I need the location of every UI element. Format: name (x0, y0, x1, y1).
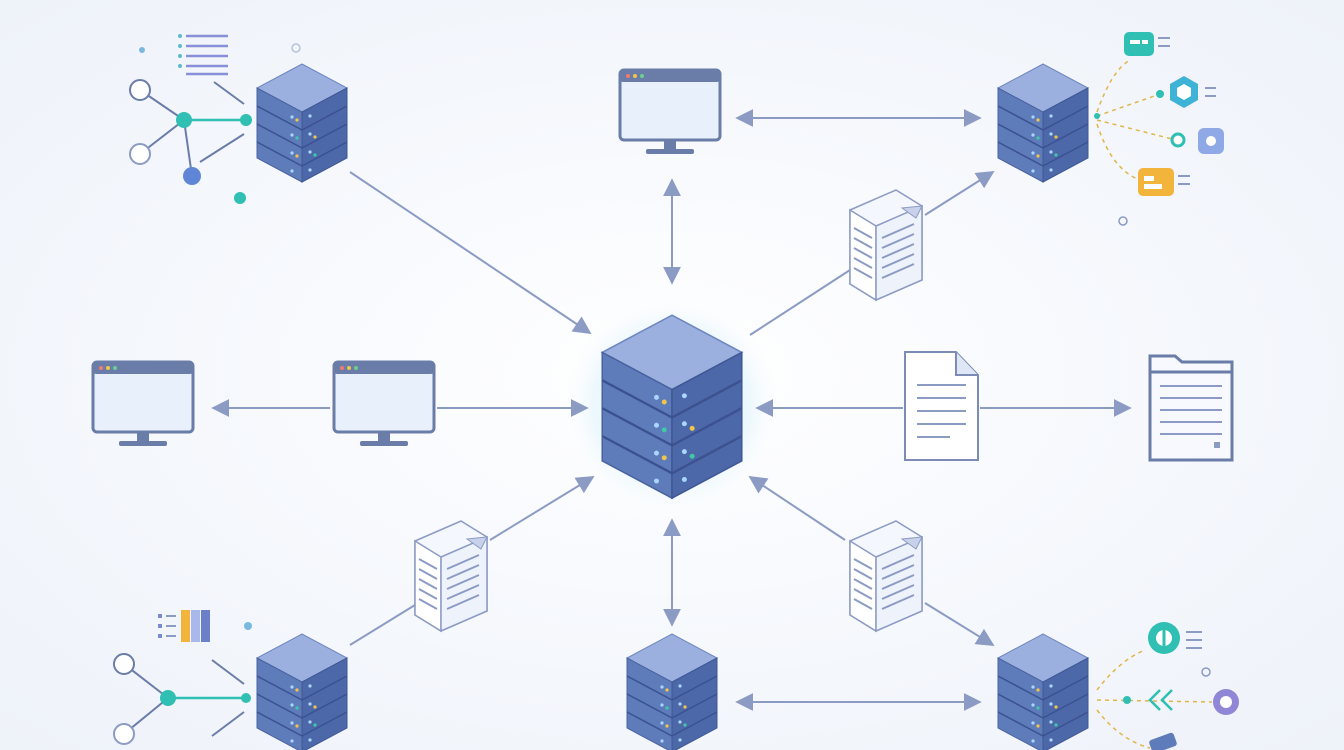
tag-icon (1124, 32, 1170, 56)
decor-bottom-right (1096, 622, 1239, 750)
central-server-icon[interactable] (601, 314, 743, 500)
edge-docstack-ll-central (489, 476, 595, 541)
edge-bottomleft-docstack (349, 604, 416, 646)
bar-chart-icon (158, 610, 210, 642)
folder-icon[interactable] (1148, 354, 1234, 462)
server-top-right-icon[interactable] (997, 63, 1089, 183)
server-bottom-right-icon[interactable] (997, 633, 1089, 750)
document-stack-lower-left-icon[interactable] (414, 520, 488, 632)
edge-docstack-lr-bottomright (924, 602, 995, 646)
server-bottom-center-icon[interactable] (626, 633, 718, 750)
monitor-left-outer-icon[interactable] (91, 360, 195, 448)
server-top-left-icon[interactable] (256, 63, 348, 183)
monitor-top-icon[interactable] (618, 68, 722, 156)
merge-arrows-icon (1148, 689, 1173, 711)
connectors (211, 109, 1132, 711)
edge-docstack-ur-topright (924, 171, 995, 216)
edge-docstack-lr-central (748, 476, 846, 541)
node-graph-icon-2 (113, 653, 251, 745)
document-stack-upper-right-icon[interactable] (849, 189, 923, 301)
document-stack-lower-right-icon[interactable] (849, 520, 923, 632)
globe-icon (1148, 622, 1202, 654)
edge-topleft-central (349, 171, 592, 335)
list-icon (186, 34, 228, 76)
card-icon (1138, 168, 1190, 196)
monitor-left-inner-icon[interactable] (332, 360, 436, 448)
decor-bottom-left (113, 610, 252, 745)
decor-top-right (1094, 32, 1224, 226)
edge-central-docstack-ur (749, 269, 851, 336)
server-bottom-left-icon[interactable] (256, 633, 348, 750)
document-icon[interactable] (904, 351, 979, 461)
node-graph-icon (129, 79, 252, 204)
hexagon-icon (1170, 76, 1216, 108)
gear-icon (1198, 128, 1224, 154)
decor-top-left (129, 34, 301, 204)
